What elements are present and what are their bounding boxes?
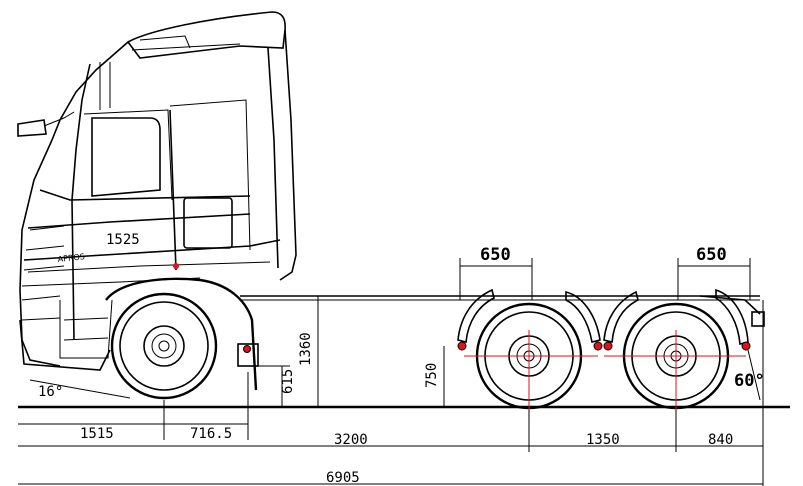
dim-step-height: 615 xyxy=(280,369,296,394)
model-badge: APROS xyxy=(57,252,85,264)
dimension-lines xyxy=(18,258,764,486)
dim-front-overhang: 1515 xyxy=(80,426,114,442)
dim-overall-length: 6905 xyxy=(326,470,360,486)
rear-mudguards xyxy=(457,288,749,346)
dim-cab-height: 1525 xyxy=(106,232,140,248)
dim-mudguard-left: 650 xyxy=(480,245,511,265)
truck-cab xyxy=(17,11,297,371)
dim-approach-angle: 16° xyxy=(38,384,63,400)
dim-rear-overhang: 840 xyxy=(708,432,733,448)
dim-fifth-wheel-height: 750 xyxy=(424,363,440,388)
dim-wheelbase: 3200 xyxy=(334,432,368,448)
dim-cab-step: 716.5 xyxy=(190,426,232,442)
chassis-frame xyxy=(240,295,765,327)
dim-mudguard-right: 650 xyxy=(696,245,727,265)
dim-frame-height: 1360 xyxy=(298,332,314,366)
axle-red-markers xyxy=(457,330,751,416)
front-wheel xyxy=(105,277,259,400)
front-mudflap-marker xyxy=(243,345,251,353)
dim-axle-spacing: 1350 xyxy=(586,432,620,448)
cab-marker xyxy=(173,263,179,269)
dim-departure-angle: 60° xyxy=(734,371,765,391)
